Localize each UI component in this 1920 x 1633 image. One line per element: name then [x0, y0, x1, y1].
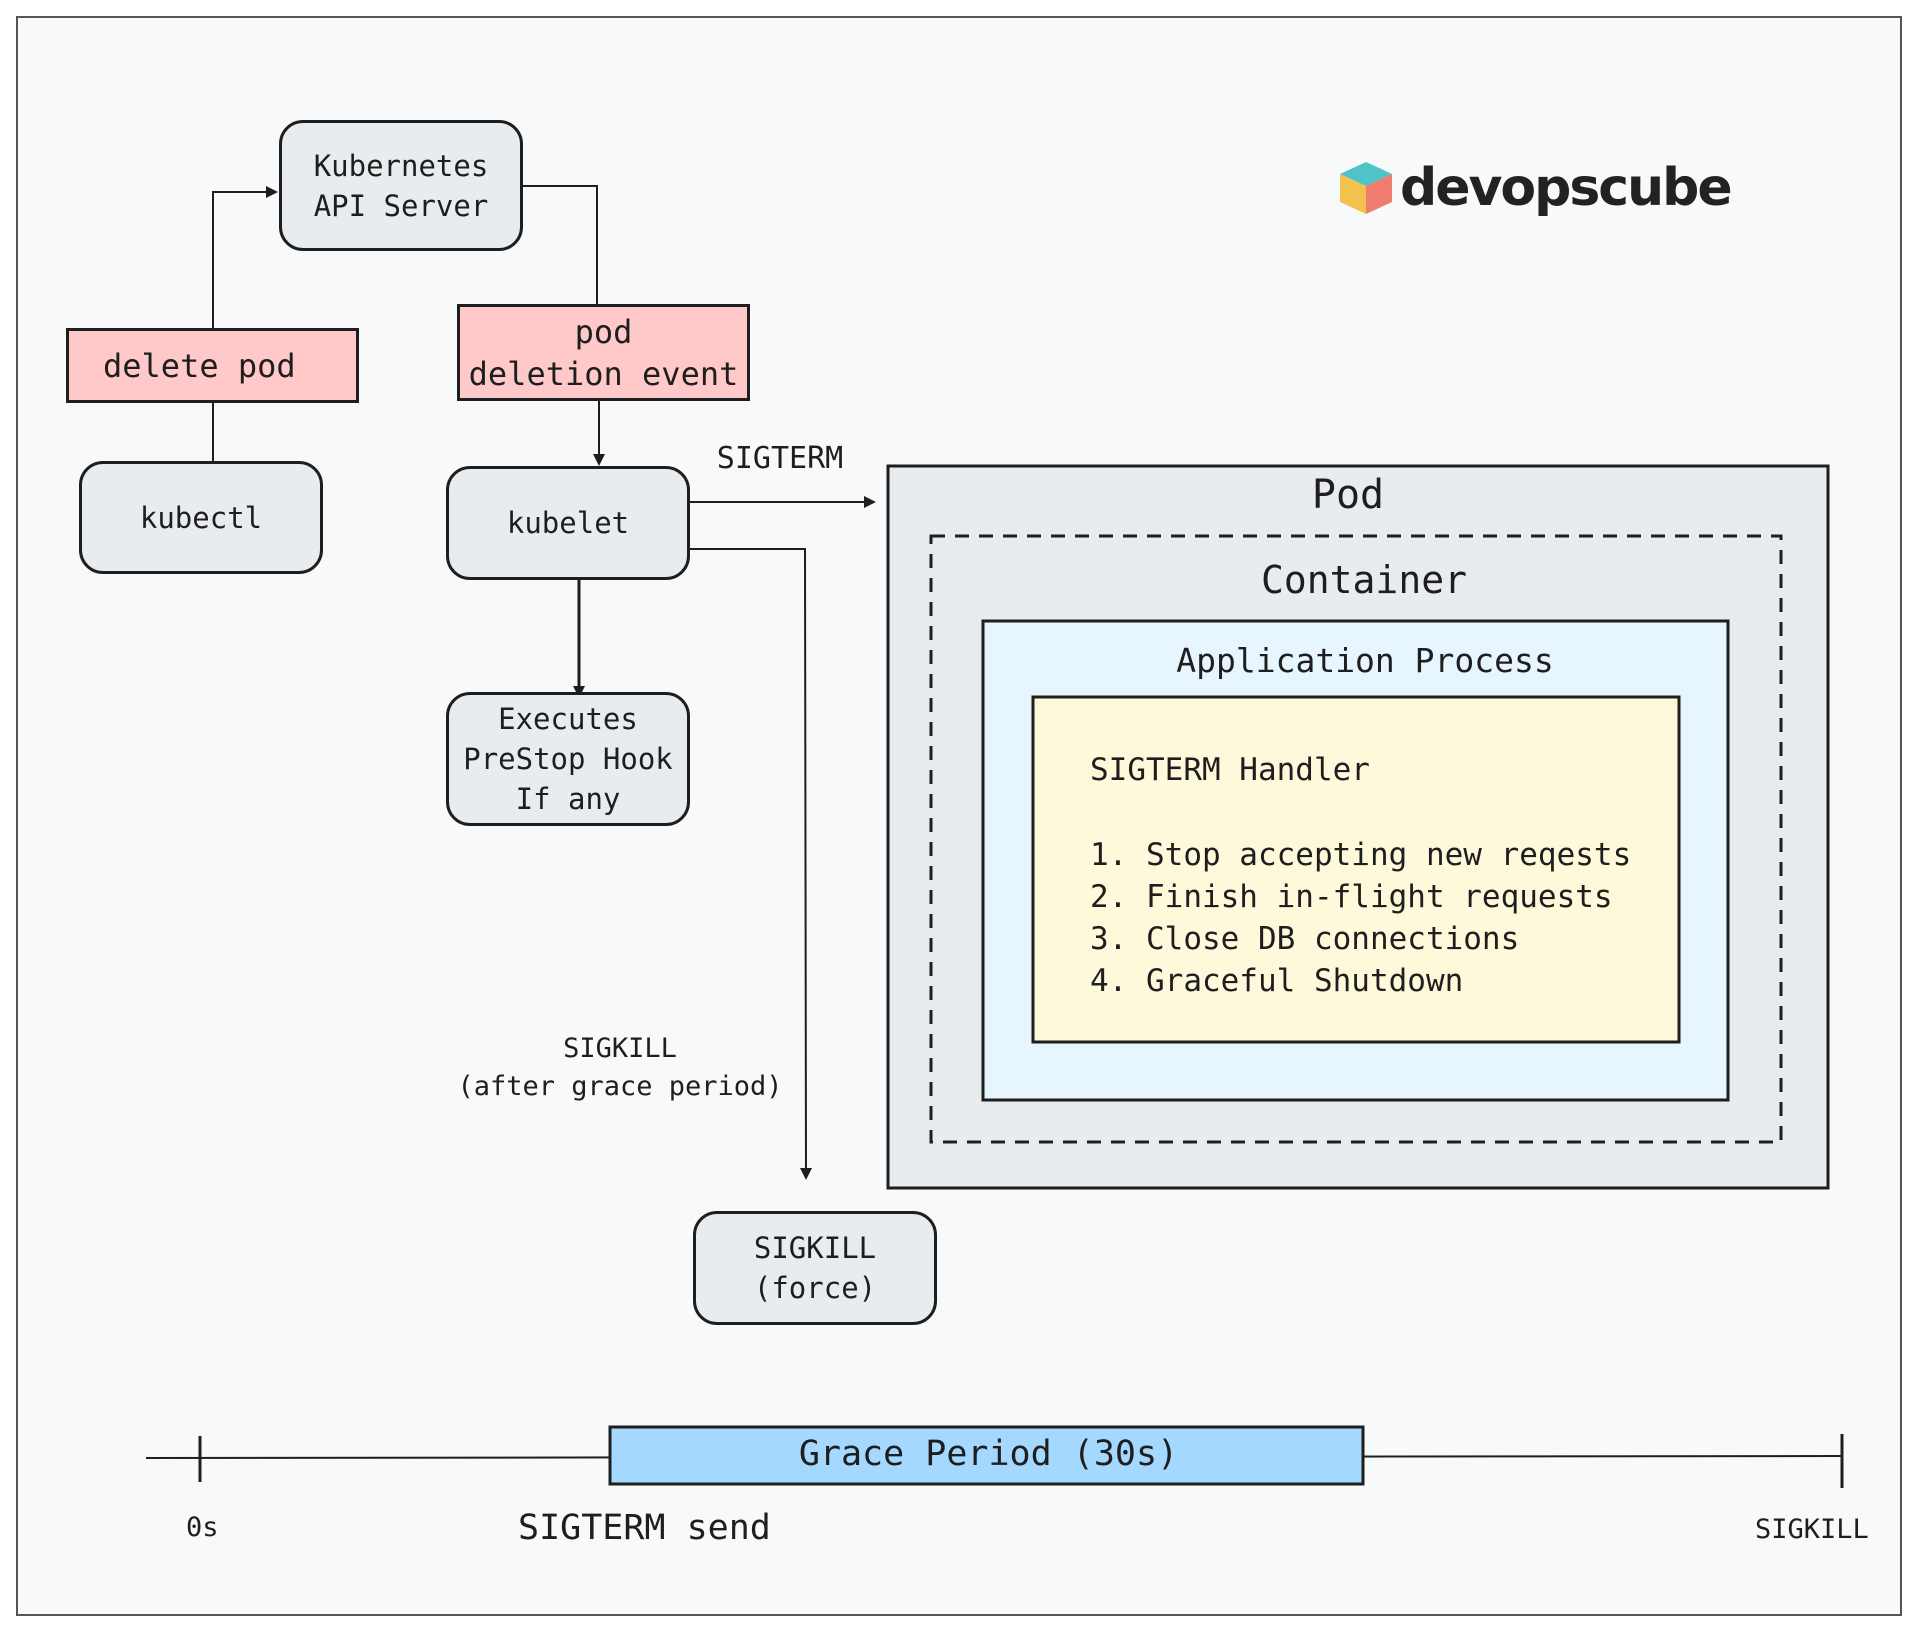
sigterm-handler-title: SIGTERM Handler — [1090, 752, 1370, 788]
grace-period-bar — [608, 1425, 1365, 1486]
pod-title: Pod — [1311, 472, 1385, 518]
handler-step: 4. Graceful Shutdown — [1090, 963, 1464, 999]
sigkill-after-grace-label: SIGKILL (after grace period) — [457, 1033, 783, 1102]
cube-logo-icon — [1340, 162, 1392, 214]
grace-period-label: Grace Period (30s) — [798, 1434, 1179, 1474]
sigterm-edge-label: SIGTERM — [716, 441, 844, 476]
timeline-end-label: SIGKILL — [1755, 1514, 1869, 1545]
kubelet-node: kubelet — [446, 466, 690, 580]
edge-api-server-to-deletion-event — [522, 185, 598, 305]
pod-deletion-event-label: pod deletion event — [457, 304, 750, 401]
api-server-node: Kubernetes API Server — [279, 120, 523, 251]
timeline-start-label: 0s — [186, 1512, 219, 1543]
edge-kubelet-to-sigkill — [690, 548, 812, 1180]
sigterm-send-label: SIGTERM send — [518, 1508, 771, 1548]
handler-box — [1031, 695, 1681, 1044]
container-title: Container — [1261, 558, 1467, 602]
edge-delete-pod-to-api-server — [212, 186, 278, 328]
logo-wordmark: devopscube — [1400, 158, 1733, 218]
delete-pod-label: delete pod — [66, 328, 359, 403]
devopscube-logo: devopscube — [1336, 158, 1733, 218]
handler-step: 2. Finish in-flight requests — [1090, 879, 1613, 915]
handler-step: 1. Stop accepting new reqests — [1090, 837, 1632, 873]
container-box — [929, 534, 1783, 1144]
kubectl-node: kubectl — [79, 461, 323, 574]
handler-step: 3. Close DB connections — [1090, 921, 1520, 957]
sigkill-force-node: SIGKILL (force) — [693, 1211, 937, 1325]
application-process-title: Application Process — [1176, 641, 1554, 680]
prestop-hook-node: Executes PreStop Hook If any — [446, 692, 690, 826]
